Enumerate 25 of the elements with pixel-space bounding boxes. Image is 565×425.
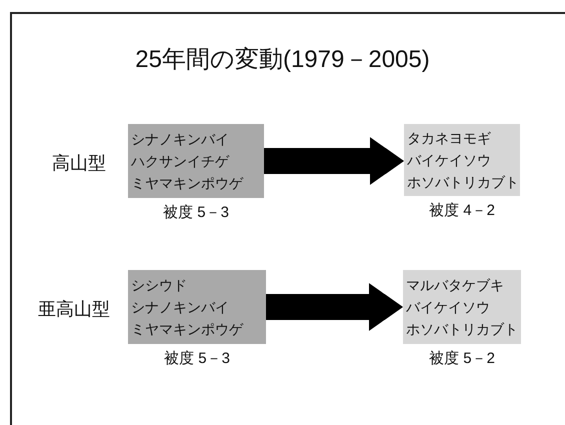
species-name: ホソバトリカブト <box>407 173 517 192</box>
species-name: ホソバトリカブト <box>406 320 518 339</box>
block-arrow <box>264 137 404 185</box>
coverage-label: 被度 4－2 <box>428 201 496 221</box>
species-box <box>128 124 264 198</box>
row-label: 亜高山型 <box>38 298 110 321</box>
species-box <box>128 270 266 344</box>
species-name: ミヤマキンポウゲ <box>131 174 244 193</box>
coverage-label: 被度 5－2 <box>428 349 496 369</box>
coverage-label: 被度 5－3 <box>163 349 231 369</box>
species-name: タカネヨモギ <box>407 129 492 148</box>
species-name: シシウド <box>131 276 188 295</box>
row-label: 高山型 <box>52 152 106 175</box>
species-name: ハクサンイチゲ <box>131 152 230 171</box>
species-name: バイケイソウ <box>406 298 491 317</box>
species-name: シナノキンバイ <box>131 130 230 149</box>
species-name: バイケイソウ <box>407 151 492 170</box>
title: 25年間の変動(1979－2005) <box>134 45 431 75</box>
species-box <box>403 270 521 344</box>
species-name: ミヤマキンポウゲ <box>131 320 244 339</box>
species-name: シナノキンバイ <box>131 298 230 317</box>
coverage-label: 被度 5－3 <box>162 203 230 223</box>
block-arrow <box>266 283 403 331</box>
species-name: マルバタケブキ <box>406 276 505 295</box>
species-box <box>404 124 520 196</box>
